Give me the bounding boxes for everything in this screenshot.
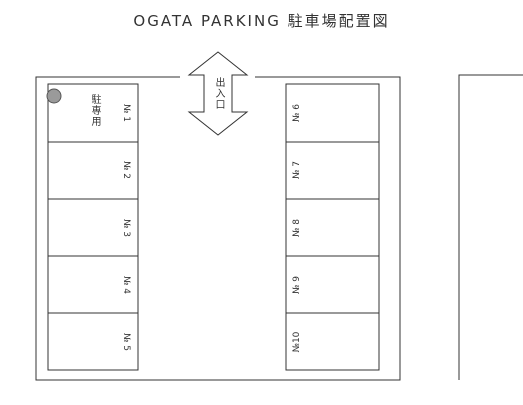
slot-label-1: № 1 — [121, 104, 131, 122]
slot-label-10: №10 — [292, 331, 302, 353]
slot-5 — [47, 312, 139, 371]
page-title: OGATA PARKING 駐車場配置図 — [133, 12, 390, 30]
reserved-label: 駐専用 — [89, 94, 100, 127]
left-slots — [47, 83, 139, 371]
slot-label-2: № 2 — [121, 161, 131, 179]
slot-label-8: № 8 — [292, 219, 302, 237]
slot-label-9: № 9 — [292, 276, 302, 294]
slot-10 — [285, 312, 380, 371]
entrance-label: 出入口 — [213, 77, 224, 110]
right-slots — [285, 83, 380, 371]
slot-label-6: № 6 — [292, 104, 302, 122]
slot-label-5: № 5 — [121, 333, 131, 351]
slot-label-4: № 4 — [121, 276, 131, 294]
neighbor-boundary — [458, 74, 523, 380]
slot-label-7: № 7 — [292, 161, 302, 179]
lot-boundary-left — [35, 76, 401, 381]
reserved-marker — [46, 88, 62, 104]
slot-label-3: № 3 — [121, 219, 131, 237]
entrance-arrow — [187, 51, 249, 136]
